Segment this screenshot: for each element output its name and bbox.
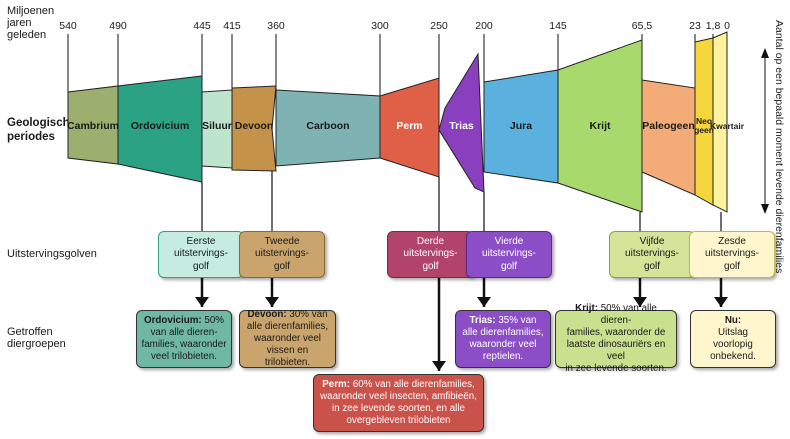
period-label: Krijt xyxy=(589,120,611,132)
period-label: Cambrium xyxy=(67,120,119,132)
tick-label: 490 xyxy=(109,20,127,32)
extinction-wave-box: Derde uitstervings- golf xyxy=(387,231,474,278)
period-label: Ordovicium xyxy=(130,120,190,132)
extinction-wave-box: Tweede uitstervings- golf xyxy=(239,231,325,278)
arrowhead xyxy=(633,297,647,307)
period-label: Perm xyxy=(396,120,423,132)
period-krijt xyxy=(557,39,643,213)
period-kwartair xyxy=(712,31,728,213)
extinction-wave-box: Zesde uitstervings- golf xyxy=(689,231,775,278)
arrowhead xyxy=(265,297,279,307)
affected-groups-box: Krijt: 50% van alle dieren- families, wa… xyxy=(555,303,677,374)
arrowhead xyxy=(477,297,491,307)
side-axis-label: Aantal op een bepaald moment levende die… xyxy=(773,20,785,274)
arrowhead xyxy=(432,361,446,371)
periods-row-label: Geologische periodes xyxy=(7,117,77,143)
tick-label: 0 xyxy=(724,20,730,32)
period-label: Paleogeen xyxy=(642,120,695,132)
tick-label: 1,8 xyxy=(705,20,721,32)
period-trias xyxy=(438,52,485,193)
affected-groups-box: Devoon: 30% van alle dierenfamilies, waa… xyxy=(239,309,336,368)
tick-label: 200 xyxy=(475,20,493,32)
tick-label: 300 xyxy=(371,20,389,32)
period-label: Kwartair xyxy=(709,121,745,131)
affected-groups-box: Perm: 60% van alle dierenfamilies, waaro… xyxy=(313,374,484,432)
affected-groups-box: Trias: 35% van alle dierenfamilies, waar… xyxy=(455,310,551,368)
waves-row-label: Uitstervingsgolven xyxy=(7,248,97,260)
period-label: Carboon xyxy=(306,120,350,132)
extinction-wave-box: Vijfde uitstervings- golf xyxy=(609,231,695,278)
period-devoon xyxy=(231,85,277,172)
period-paleogeen xyxy=(641,79,696,196)
tick-label: 415 xyxy=(223,20,241,32)
tick-label: 23 xyxy=(689,20,701,32)
extinction-wave-box: Eerste uitstervings- golf xyxy=(158,231,244,278)
affected-groups-box: Nu: Uitslag voorlopig onbekend. xyxy=(690,310,776,368)
tick-label: 445 xyxy=(193,20,211,32)
tick-label: 65,5 xyxy=(631,20,653,32)
arrowhead xyxy=(714,297,728,307)
tick-label: 360 xyxy=(267,20,285,32)
tick-label: 145 xyxy=(549,20,567,32)
period-label: Siluur xyxy=(202,120,232,132)
period-label: Neo geen xyxy=(694,116,714,135)
affected-row-label: Getroffen diergroepen xyxy=(7,326,66,350)
time-axis-label: Miljoenen jaren geleden xyxy=(7,5,55,41)
arrowhead xyxy=(195,297,209,307)
period-label: Devoon xyxy=(234,120,274,132)
tick-label: 540 xyxy=(59,20,77,32)
period-label: Trias xyxy=(449,120,474,132)
extinction-wave-box: Vierde uitstervings- golf xyxy=(466,231,552,278)
period-label: Jura xyxy=(509,120,533,132)
tick-label: 250 xyxy=(430,20,448,32)
affected-groups-box: Ordovicium: 50% van alle dieren- familie… xyxy=(136,310,232,368)
